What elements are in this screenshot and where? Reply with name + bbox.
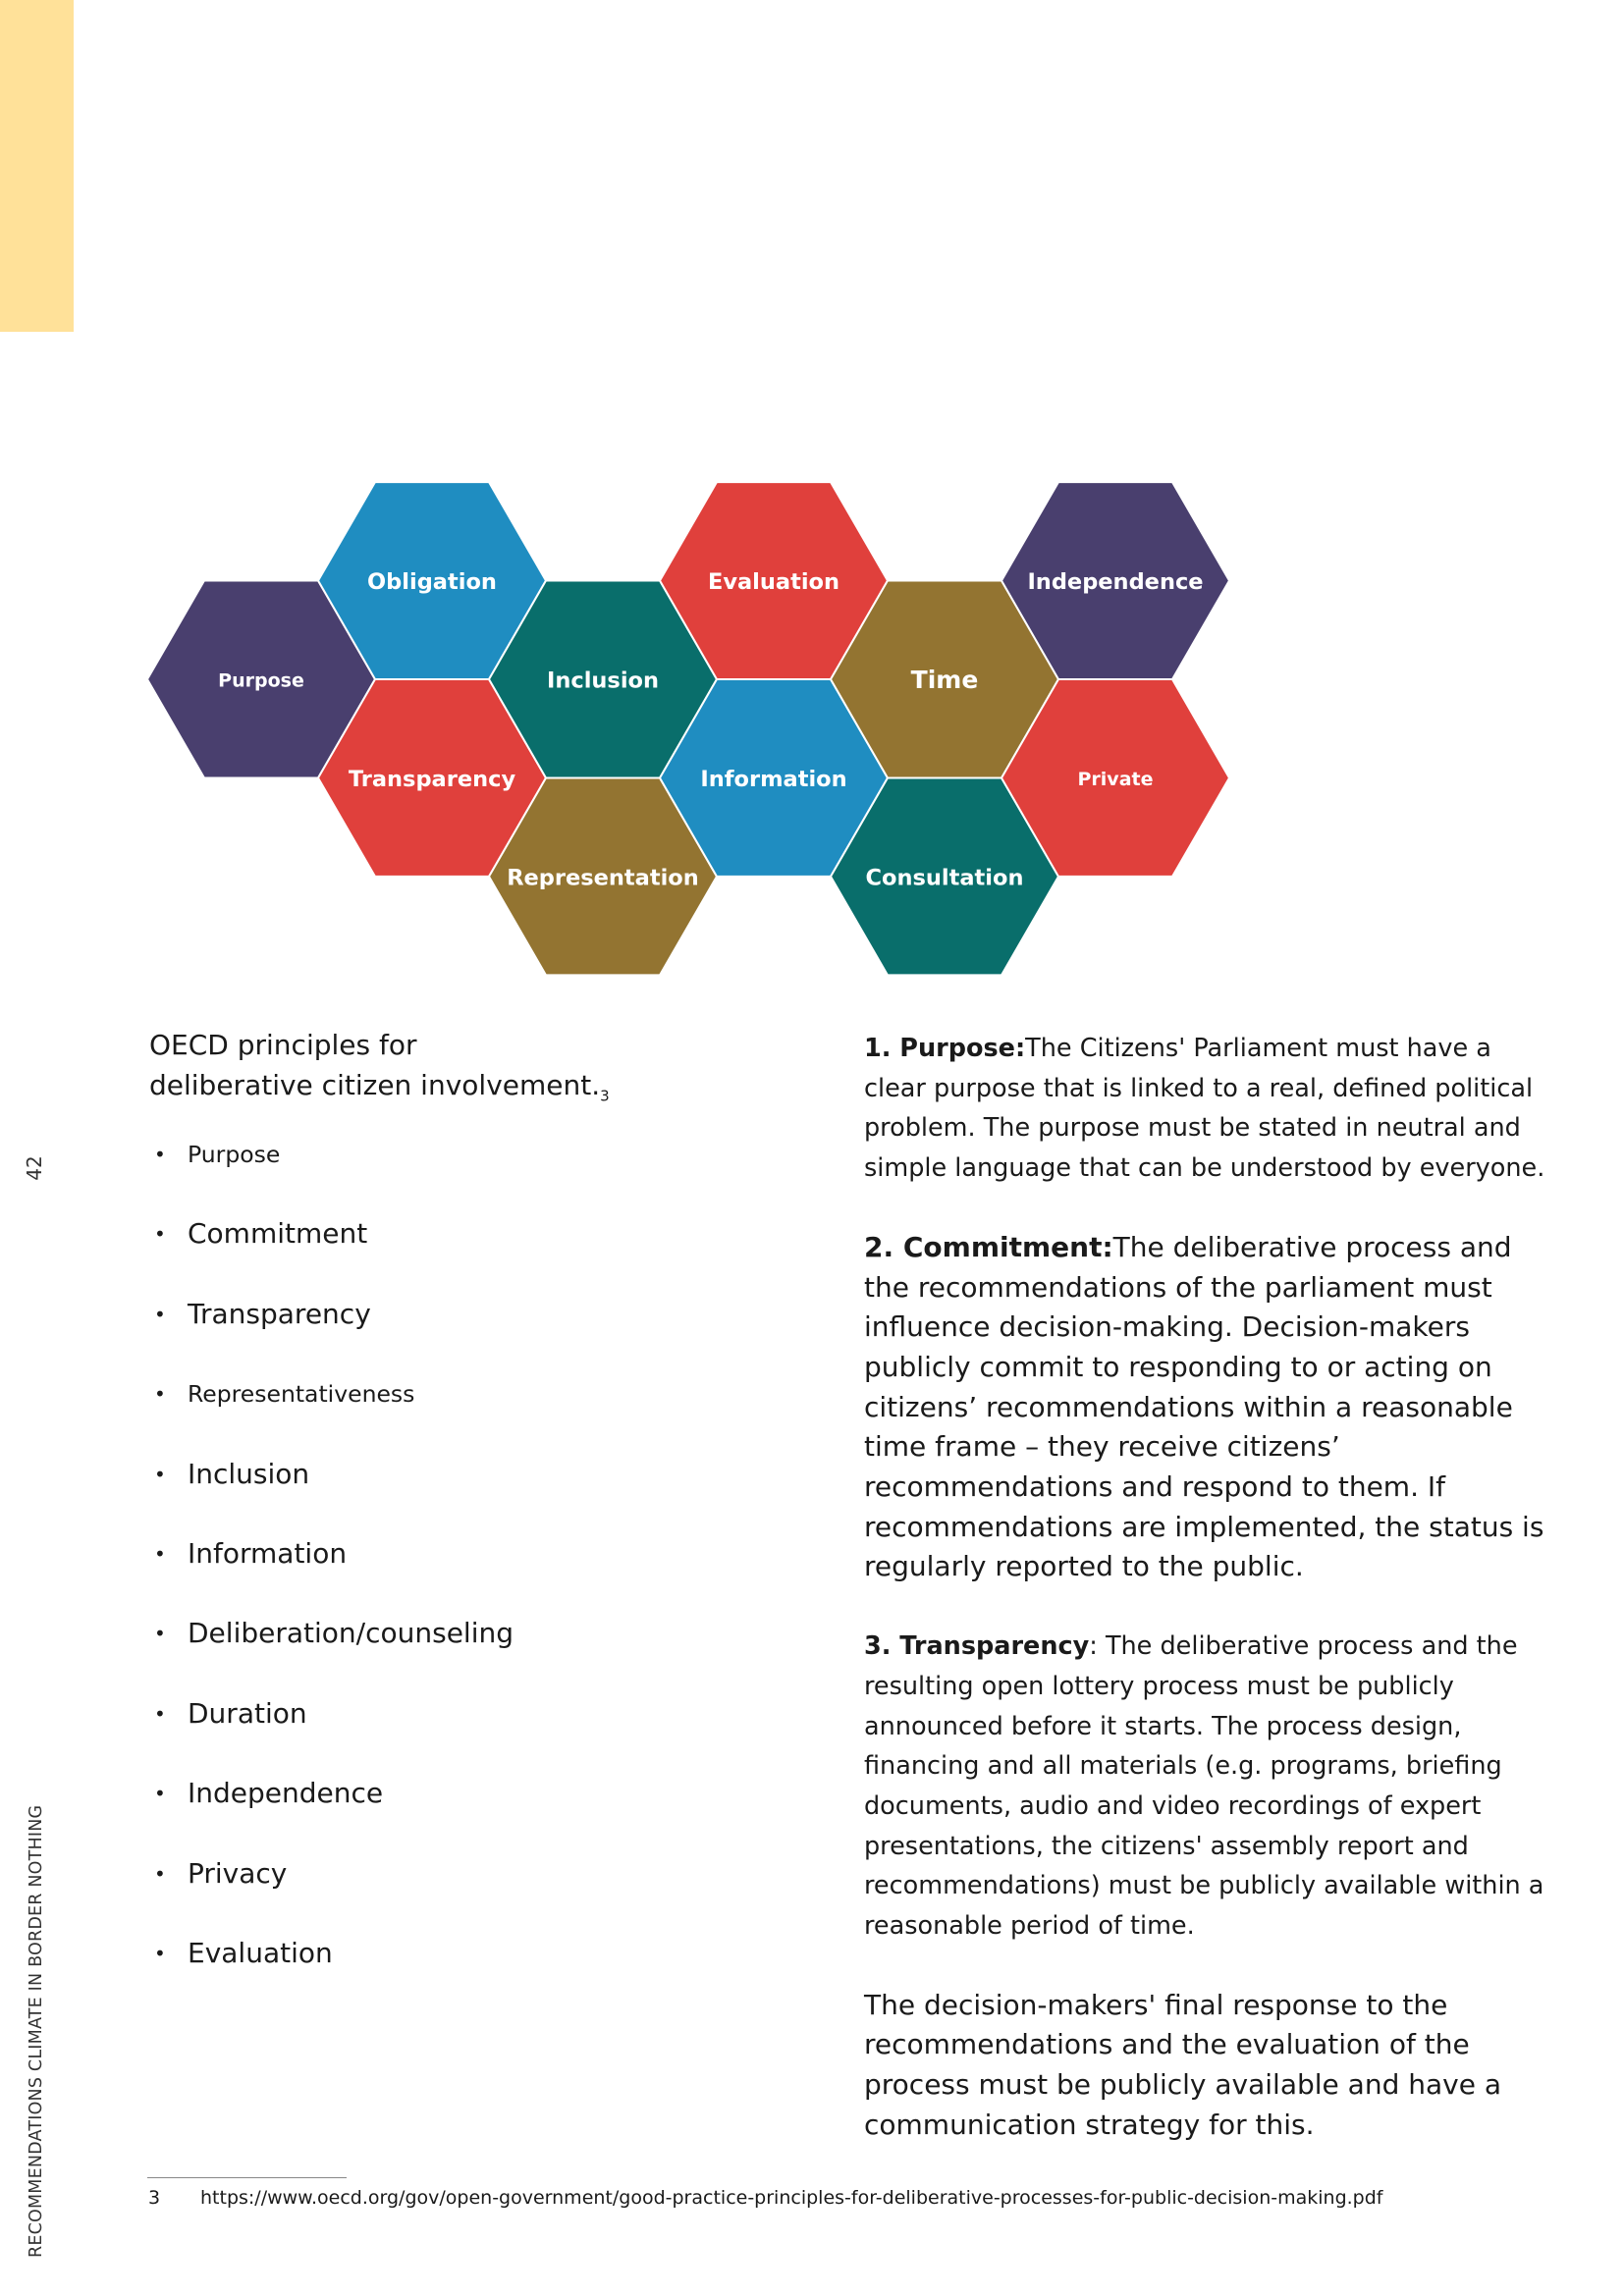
bullet-icon: • bbox=[154, 1622, 166, 1646]
hexagon-label-inclusion: Inclusion bbox=[547, 668, 659, 694]
bullet-icon: • bbox=[154, 1462, 166, 1486]
list-item: •Commitment bbox=[149, 1214, 738, 1294]
list-item: •Information bbox=[149, 1534, 738, 1614]
bullet-icon: • bbox=[154, 1541, 166, 1566]
bullet-icon: • bbox=[154, 1143, 166, 1166]
transparency-paragraph: 3. Transparency: The deliberative proces… bbox=[864, 1627, 1551, 1947]
intro-line-2: deliberative citizen involvement. bbox=[149, 1069, 601, 1101]
transparency-body: : The deliberative process and the resul… bbox=[864, 1631, 1544, 1942]
hexagon-label-information: Information bbox=[700, 767, 846, 792]
list-item: •Transparency bbox=[149, 1295, 738, 1374]
bullet-icon: • bbox=[154, 1222, 166, 1247]
list-item: •Deliberation/counseling bbox=[149, 1614, 738, 1693]
purpose-title: 1. Purpose: bbox=[864, 1034, 1026, 1063]
footnote-divider bbox=[147, 2177, 347, 2178]
footnote-url[interactable]: https://www.oecd.org/gov/open-government… bbox=[200, 2187, 1383, 2209]
commitment-title: 2. Commitment: bbox=[864, 1230, 1113, 1263]
footnote: 3 https://www.oecd.org/gov/open-governmen… bbox=[148, 2185, 1383, 2211]
purpose-body: The Citizens' Parliament must have a cle… bbox=[864, 1034, 1545, 1184]
intro-line-1: OECD principles for bbox=[149, 1029, 417, 1061]
list-item: •Independence bbox=[149, 1774, 738, 1853]
list-item: •Inclusion bbox=[149, 1455, 738, 1534]
transparency-title: 3. Transparency bbox=[864, 1631, 1090, 1662]
principles-detail-column: 1. Purpose:The Citizens' Parliament must… bbox=[864, 1029, 1551, 2185]
principles-summary-column: OECD principles for deliberative citizen… bbox=[149, 1025, 738, 1969]
hexagon-label-private: Private bbox=[1078, 769, 1154, 790]
list-item: •Purpose bbox=[149, 1135, 738, 1214]
final-response-paragraph: The decision-makers' final response to t… bbox=[864, 1988, 1502, 2141]
page-number: 42 bbox=[23, 1155, 46, 1181]
footnote-reference: 3 bbox=[600, 1087, 610, 1105]
list-item: •Duration bbox=[149, 1694, 738, 1774]
hexagon-label-time: Time bbox=[911, 666, 979, 694]
list-item: •Privacy bbox=[149, 1854, 738, 1934]
bullet-icon: • bbox=[154, 1941, 166, 1965]
list-item: •Representativeness bbox=[149, 1374, 738, 1454]
hexagon-label-purpose: Purpose bbox=[218, 670, 304, 692]
list-item: •Evaluation bbox=[149, 1934, 738, 2013]
hexagon-private bbox=[1000, 678, 1231, 878]
hexagon-label-obligation: Obligation bbox=[367, 569, 497, 595]
hexagon-label-independence: Independence bbox=[1027, 569, 1203, 595]
bullet-icon: • bbox=[154, 1701, 166, 1726]
bullet-icon: • bbox=[154, 1861, 166, 1886]
commitment-paragraph: 2. Commitment:The deliberative process a… bbox=[864, 1228, 1551, 1587]
intro-heading: OECD principles for deliberative citizen… bbox=[149, 1025, 738, 1117]
commitment-body: The deliberative process and the recomme… bbox=[864, 1230, 1544, 1583]
principles-list: •Purpose •Commitment •Transparency •Repr… bbox=[149, 1135, 738, 2013]
purpose-paragraph: 1. Purpose:The Citizens' Parliament must… bbox=[864, 1029, 1551, 1189]
hexagon-label-evaluation: Evaluation bbox=[708, 569, 839, 595]
hexagon-label-transparency: Transparency bbox=[349, 767, 516, 792]
bullet-icon: • bbox=[154, 1782, 166, 1806]
hexagon-label-consultation: Consultation bbox=[866, 865, 1024, 890]
footnote-number: 3 bbox=[148, 2187, 161, 2209]
side-running-title: RECOMMENDATIONS CLIMATE IN BORDER NOTHIN… bbox=[27, 1804, 46, 2258]
yellow-corner-tab bbox=[0, 0, 74, 332]
bullet-icon: • bbox=[154, 1382, 166, 1407]
bullet-icon: • bbox=[154, 1302, 166, 1326]
hexagon-label-representation: Representation bbox=[507, 865, 699, 890]
